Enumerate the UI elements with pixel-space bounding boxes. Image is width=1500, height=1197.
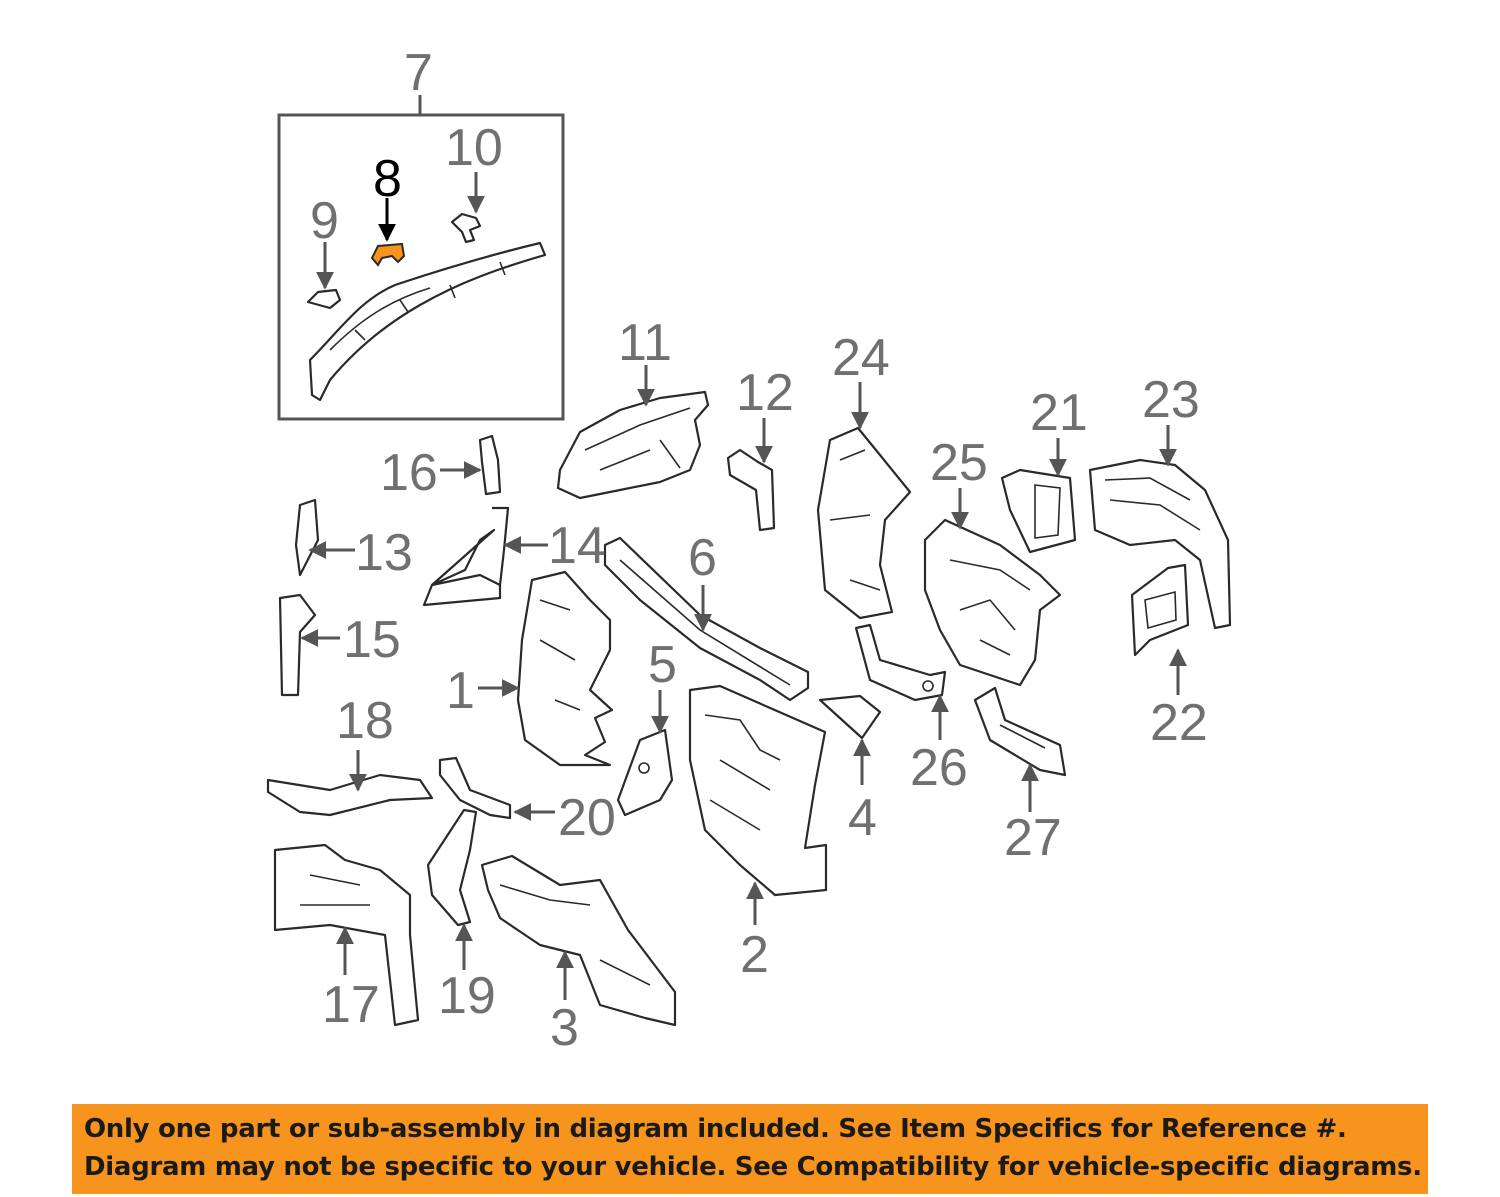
part-13-brace[interactable] [294,498,320,577]
part-2-dash-panel[interactable] [688,684,828,897]
callout-4: 4 [848,789,877,847]
callout-7: 7 [404,44,433,102]
callout-2: 2 [740,926,769,984]
part-5-bracket[interactable] [616,728,674,817]
disclaimer-line-1: Only one part or sub-assembly in diagram… [84,1114,1347,1144]
part-25-panel[interactable] [923,518,1062,687]
part-16-clip[interactable] [478,434,502,496]
callout-21: 21 [1030,384,1088,442]
callout-labels: 7 8 9 10 11 12 24 21 23 25 16 13 14 15 1… [310,44,1208,1057]
callout-6: 6 [688,529,717,587]
part-26-bracket[interactable] [854,623,947,702]
parts-diagram: 7 8 9 10 11 12 24 21 23 25 16 13 14 15 1… [266,44,1232,1057]
part-7-rail[interactable] [308,241,547,402]
part-3-rail[interactable] [480,854,677,1027]
part-4-bracket[interactable] [818,694,882,740]
part-27-bracket[interactable] [973,686,1067,777]
callout-15: 15 [343,611,401,669]
callout-1: 1 [446,662,475,720]
part-12-bracket[interactable] [726,448,776,532]
callout-11: 11 [618,314,672,372]
disclaimer-banner: Only one part or sub-assembly in diagram… [72,1104,1428,1194]
part-19-brace[interactable] [426,808,478,927]
leader-arrows [300,172,1187,1000]
callout-19: 19 [438,967,496,1025]
callout-12: 12 [736,364,794,422]
part-14-bracket[interactable] [422,506,510,607]
callout-16: 16 [380,444,438,502]
part-20-bracket[interactable] [438,756,512,820]
part-9-clip[interactable] [306,288,342,310]
part-24-panel[interactable] [816,426,912,620]
callout-18: 18 [336,692,394,750]
part-15-brace[interactable] [278,593,317,697]
callout-25: 25 [930,434,988,492]
part-17-panel[interactable] [273,843,420,1027]
callout-24: 24 [832,329,890,387]
part-1-panel[interactable] [516,570,614,767]
callout-26: 26 [910,739,968,797]
part-21-panel[interactable] [1000,468,1077,554]
part-10-fastener[interactable] [450,212,482,244]
part-8-bracket[interactable] [370,242,406,267]
callout-14: 14 [548,517,606,575]
callout-27: 27 [1004,809,1062,867]
callout-3: 3 [550,999,579,1057]
part-22-panel[interactable] [1130,563,1190,657]
part-18-rail[interactable] [266,773,434,817]
part-11-panel[interactable] [556,390,710,500]
callout-5: 5 [648,636,677,694]
callout-9: 9 [310,192,339,250]
callout-23: 23 [1142,371,1200,429]
callout-13: 13 [355,524,413,582]
callout-10: 10 [445,119,503,177]
callout-8: 8 [373,150,402,208]
disclaimer-line-2: Diagram may not be specific to your vehi… [84,1152,1422,1182]
callout-17: 17 [322,976,380,1034]
inset-box-7 [277,95,565,421]
callout-22: 22 [1150,694,1208,752]
callout-20: 20 [558,789,616,847]
